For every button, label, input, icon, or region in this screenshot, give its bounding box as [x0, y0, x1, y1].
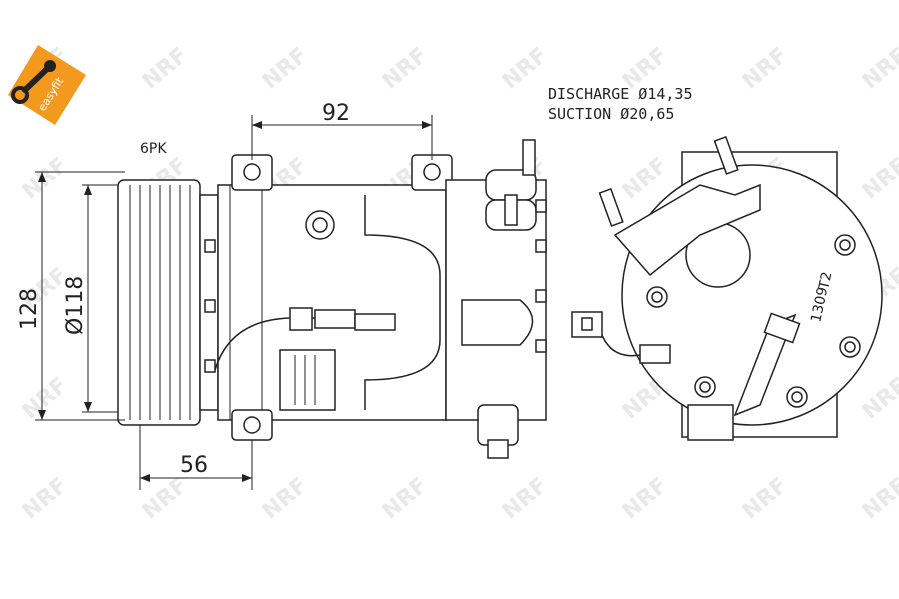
watermark-text: NRF: [858, 43, 899, 95]
suction-spec: SUCTION Ø20,65: [548, 105, 674, 123]
rear-marking-code: T2: [816, 270, 835, 291]
watermark-text: NRF: [738, 43, 793, 95]
watermark-text: NRF: [18, 373, 73, 425]
watermark-text: NRF: [378, 473, 433, 525]
watermark-text: NRF: [258, 43, 313, 95]
rear-marking-date: 1309: [808, 286, 831, 324]
watermark-text: NRF: [618, 153, 673, 205]
dimension-lines: [35, 115, 433, 490]
watermark-text: NRF: [138, 43, 193, 95]
label-plate: [279, 349, 336, 411]
clutch-wire: [214, 317, 350, 371]
dim-pulley-diameter: Ø118: [63, 276, 88, 335]
mount-ear-bottom: [231, 409, 273, 441]
watermark-text: NRF: [498, 473, 553, 525]
watermark-text: NRF: [858, 153, 899, 205]
rear-port-block: [613, 183, 761, 277]
watermark-text: NRF: [18, 153, 73, 205]
watermark-text: NRF: [378, 43, 433, 95]
dim-height-total: 128: [17, 288, 42, 330]
wrench-icon: [11, 60, 56, 104]
dim-bottom-width: 56: [180, 453, 208, 478]
watermark-text: NRF: [858, 473, 899, 525]
watermark-text: NRF: [498, 43, 553, 95]
compressor-rear-view: [571, 136, 883, 441]
easyfit-badge: easyfit: [8, 45, 86, 125]
watermark-text: NRF: [738, 473, 793, 525]
pulley-label: 6PK: [140, 141, 167, 157]
bottom-connector: [477, 404, 519, 446]
watermark-text: NRF: [258, 473, 313, 525]
compressor-side-view: [117, 139, 547, 459]
bolt-head: [305, 210, 335, 240]
watermark-text: NRF: [618, 473, 673, 525]
wire-connector: [289, 307, 313, 331]
dim-top-width: 92: [322, 101, 350, 126]
watermark-text: NRF: [858, 373, 899, 425]
watermark-text: NRF: [18, 473, 73, 525]
discharge-spec: DISCHARGE Ø14,35: [548, 85, 693, 103]
pulley-grooves: [129, 185, 191, 420]
mount-ear-left: [231, 154, 273, 191]
rear-connector: [571, 311, 603, 338]
watermark-text: NRF: [138, 473, 193, 525]
